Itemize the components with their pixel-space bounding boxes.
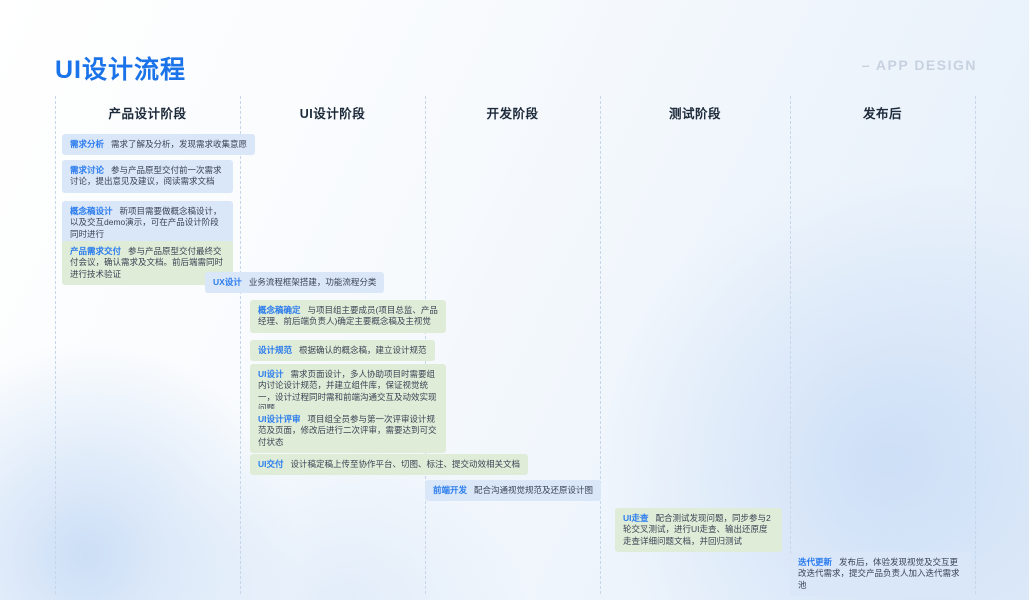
card-concept-draft-design: 概念稿设计新项目需要做概念稿设计，以及交互demo演示，可在产品设计阶段同时进行 [62, 201, 233, 246]
phase-header-product-design: 产品设计阶段 [108, 107, 187, 121]
page-title: UI设计流程 [55, 56, 187, 84]
card-text: 需求了解及分析，发现需求收集意愿 [111, 139, 248, 149]
column-divider [600, 96, 601, 594]
card-label: UI交付 [258, 459, 284, 469]
card-label: 概念稿确定 [258, 305, 301, 315]
card-text: 配合测试发现问题，同步参与2轮交叉测试，进行UI走查、输出还原度走查详细问题文档… [623, 513, 771, 546]
card-label: UI设计评审 [258, 414, 301, 424]
column-divider [975, 96, 976, 594]
phase-header-testing: 测试阶段 [668, 107, 721, 121]
card-text: 根据确认的概念稿，建立设计规范 [299, 345, 427, 355]
card-label: UI设计 [258, 369, 284, 379]
card-frontend-development: 前端开发配合沟通视觉规范及还原设计图 [425, 480, 602, 502]
card-product-requirement-delivery: 产品需求交付参与产品原型交付最终交付会议，确认需求及文档。前后端需同时进行技术验… [62, 241, 233, 286]
card-design-spec: 设计规范根据确认的概念稿，建立设计规范 [250, 340, 435, 362]
card-ui-delivery: UI交付设计稿定稿上传至协作平台、切图、标注、提交动效相关文档 [250, 454, 529, 476]
card-requirement-analysis: 需求分析需求了解及分析，发现需求收集意愿 [62, 134, 256, 156]
card-text: 设计稿定稿上传至协作平台、切图、标注、提交动效相关文档 [290, 459, 521, 469]
card-text: 与项目组主要成员(项目总监、产品经理、前后端负责人)确定主要概念稿及主视觉 [258, 305, 438, 327]
card-text: 业务流程框架搭建，功能流程分类 [248, 277, 377, 287]
column-divider [790, 96, 791, 594]
phase-header-development: 开发阶段 [486, 107, 539, 121]
card-text: 参与产品原型交付前一次需求讨论，提出意见及建议，阅读需求文档 [70, 165, 222, 187]
column-divider [240, 96, 241, 594]
card-iteration-update: 迭代更新发布后，体验发现视觉及交互更改迭代需求，提交产品负责人加入迭代需求池 [790, 552, 971, 597]
card-label: 概念稿设计 [70, 206, 113, 216]
card-text: 配合沟通视觉规范及还原设计图 [474, 485, 594, 495]
card-text: 项目组全员参与第一次评审设计规范及页面，修改后进行二次评审，需要达到可交付状态 [258, 414, 437, 447]
card-label: UI走查 [623, 513, 649, 523]
card-text: 发布后，体验发现视觉及交互更改迭代需求，提交产品负责人加入迭代需求池 [798, 557, 960, 590]
card-text: 新项目需要做概念稿设计，以及交互demo演示，可在产品设计阶段同时进行 [70, 206, 222, 239]
card-label: 需求分析 [70, 139, 105, 149]
page-subtitle: – APP DESIGN [861, 57, 977, 73]
card-text: 需求页面设计，多人协助项目时需要组内讨论设计规范，并建立组件库，保证视觉统一，设… [258, 369, 437, 413]
card-ux-design: UX设计业务流程框架搭建，功能流程分类 [205, 272, 385, 294]
card-label: 前端开发 [433, 485, 468, 495]
card-concept-draft-confirm: 概念稿确定与项目组主要成员(项目总监、产品经理、前后端负责人)确定主要概念稿及主… [250, 300, 446, 333]
card-label: 产品需求交付 [70, 246, 122, 256]
card-text: 参与产品原型交付最终交付会议，确认需求及文档。前后端需同时进行技术验证 [70, 246, 224, 279]
card-label: 迭代更新 [798, 557, 833, 567]
phase-header-post-release: 发布后 [862, 107, 902, 121]
card-ui-walkthrough: UI走查配合测试发现问题，同步参与2轮交叉测试，进行UI走查、输出还原度走查详细… [615, 508, 782, 553]
phase-header-ui-design: UI设计阶段 [299, 107, 366, 121]
column-divider [55, 96, 56, 594]
card-ui-design-review: UI设计评审项目组全员参与第一次评审设计规范及页面，修改后进行二次评审，需要达到… [250, 409, 446, 454]
card-requirement-discussion: 需求讨论参与产品原型交付前一次需求讨论，提出意见及建议，阅读需求文档 [62, 160, 233, 193]
card-label: 设计规范 [258, 345, 293, 355]
card-label: 需求讨论 [70, 165, 105, 175]
card-label: UX设计 [213, 277, 242, 287]
